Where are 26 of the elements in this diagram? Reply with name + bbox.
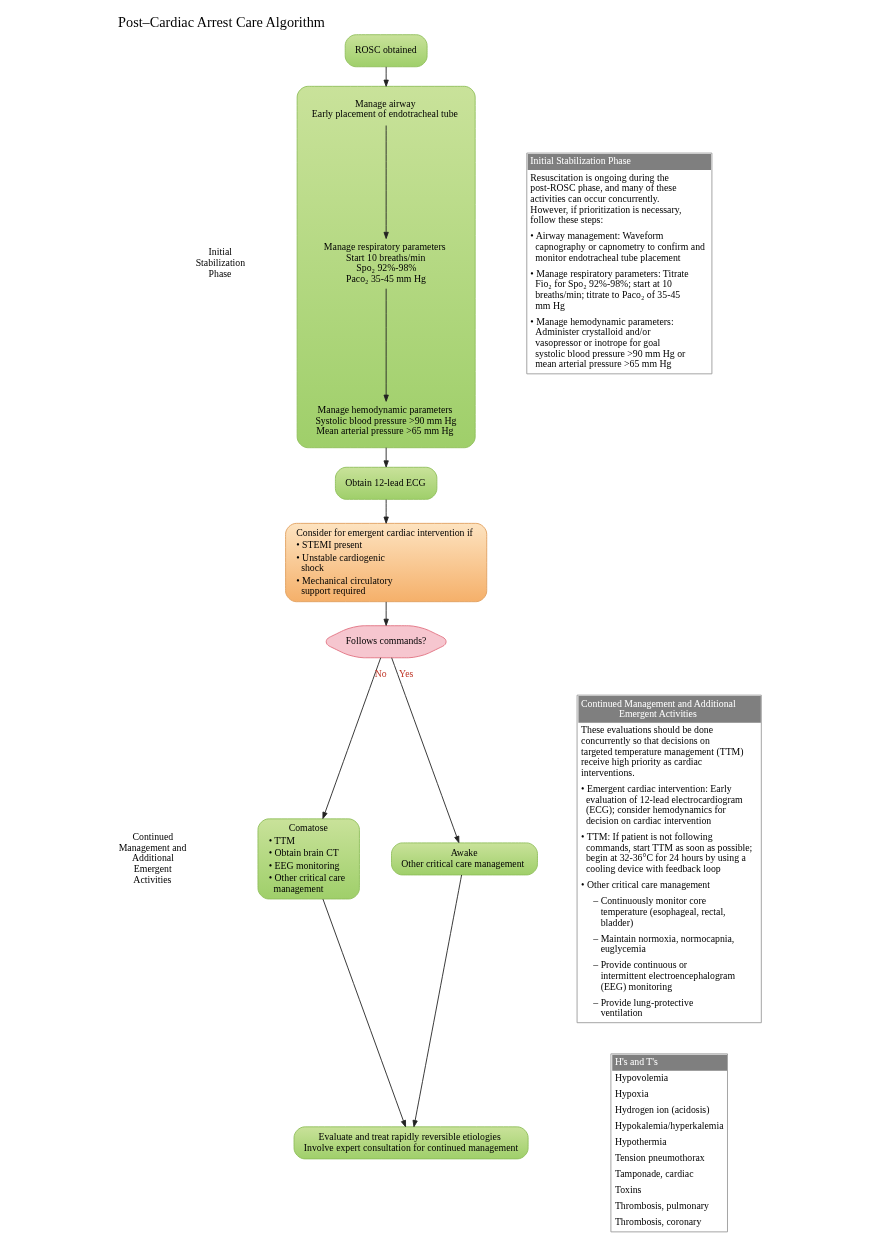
diagram-title: Post–Cardiac Arrest Care Algorithm <box>118 13 325 30</box>
arrow <box>383 499 389 524</box>
node-ellipse: Follows commands? <box>325 625 447 659</box>
edge-label: Yes <box>399 668 414 680</box>
node-text: Manage airway Early placement of endotracheal tube <box>311 97 458 120</box>
arrow <box>383 125 389 239</box>
arrow <box>383 447 389 468</box>
node-box: Evaluate and treat rapidly reversible etiologies Involve expert consultation for continued management <box>293 1126 529 1160</box>
cluster <box>296 85 476 449</box>
node-box: Obtain 12-lead ECG <box>334 466 438 500</box>
label: Initial Stabilization Phase <box>195 246 246 279</box>
arrow <box>383 601 389 626</box>
node-text: Manage respiratory parameters Start 10 breaths/min Spo₂ 92%-98% Paco₂ 35-45 mm Hg <box>323 240 446 284</box>
arrow <box>322 898 406 1128</box>
arrow <box>383 66 389 87</box>
node-text: Manage hemodynamic parameters Systolic blood pressure >90 mm Hg Mean arterial pressure >65 mm Hg <box>315 403 457 437</box>
node-box: Consider for emergent cardiac intervention if • STEMI present • Unstable cardiogenic shock • Mechanical circulatory support required <box>285 522 488 603</box>
node-box: ROSC obtained <box>344 34 428 68</box>
arrow <box>412 874 463 1128</box>
arrow <box>391 657 460 844</box>
node-box: Comatose • TTM • Obtain brain CT • EEG monitoring • Other critical care management <box>257 818 360 900</box>
node-box: Awake Other critical care management <box>391 842 538 876</box>
edge-label: No <box>374 668 387 680</box>
label: Continued Management and Additional Emergent Activities <box>118 831 187 885</box>
arrow <box>322 657 382 819</box>
arrow <box>383 288 389 402</box>
